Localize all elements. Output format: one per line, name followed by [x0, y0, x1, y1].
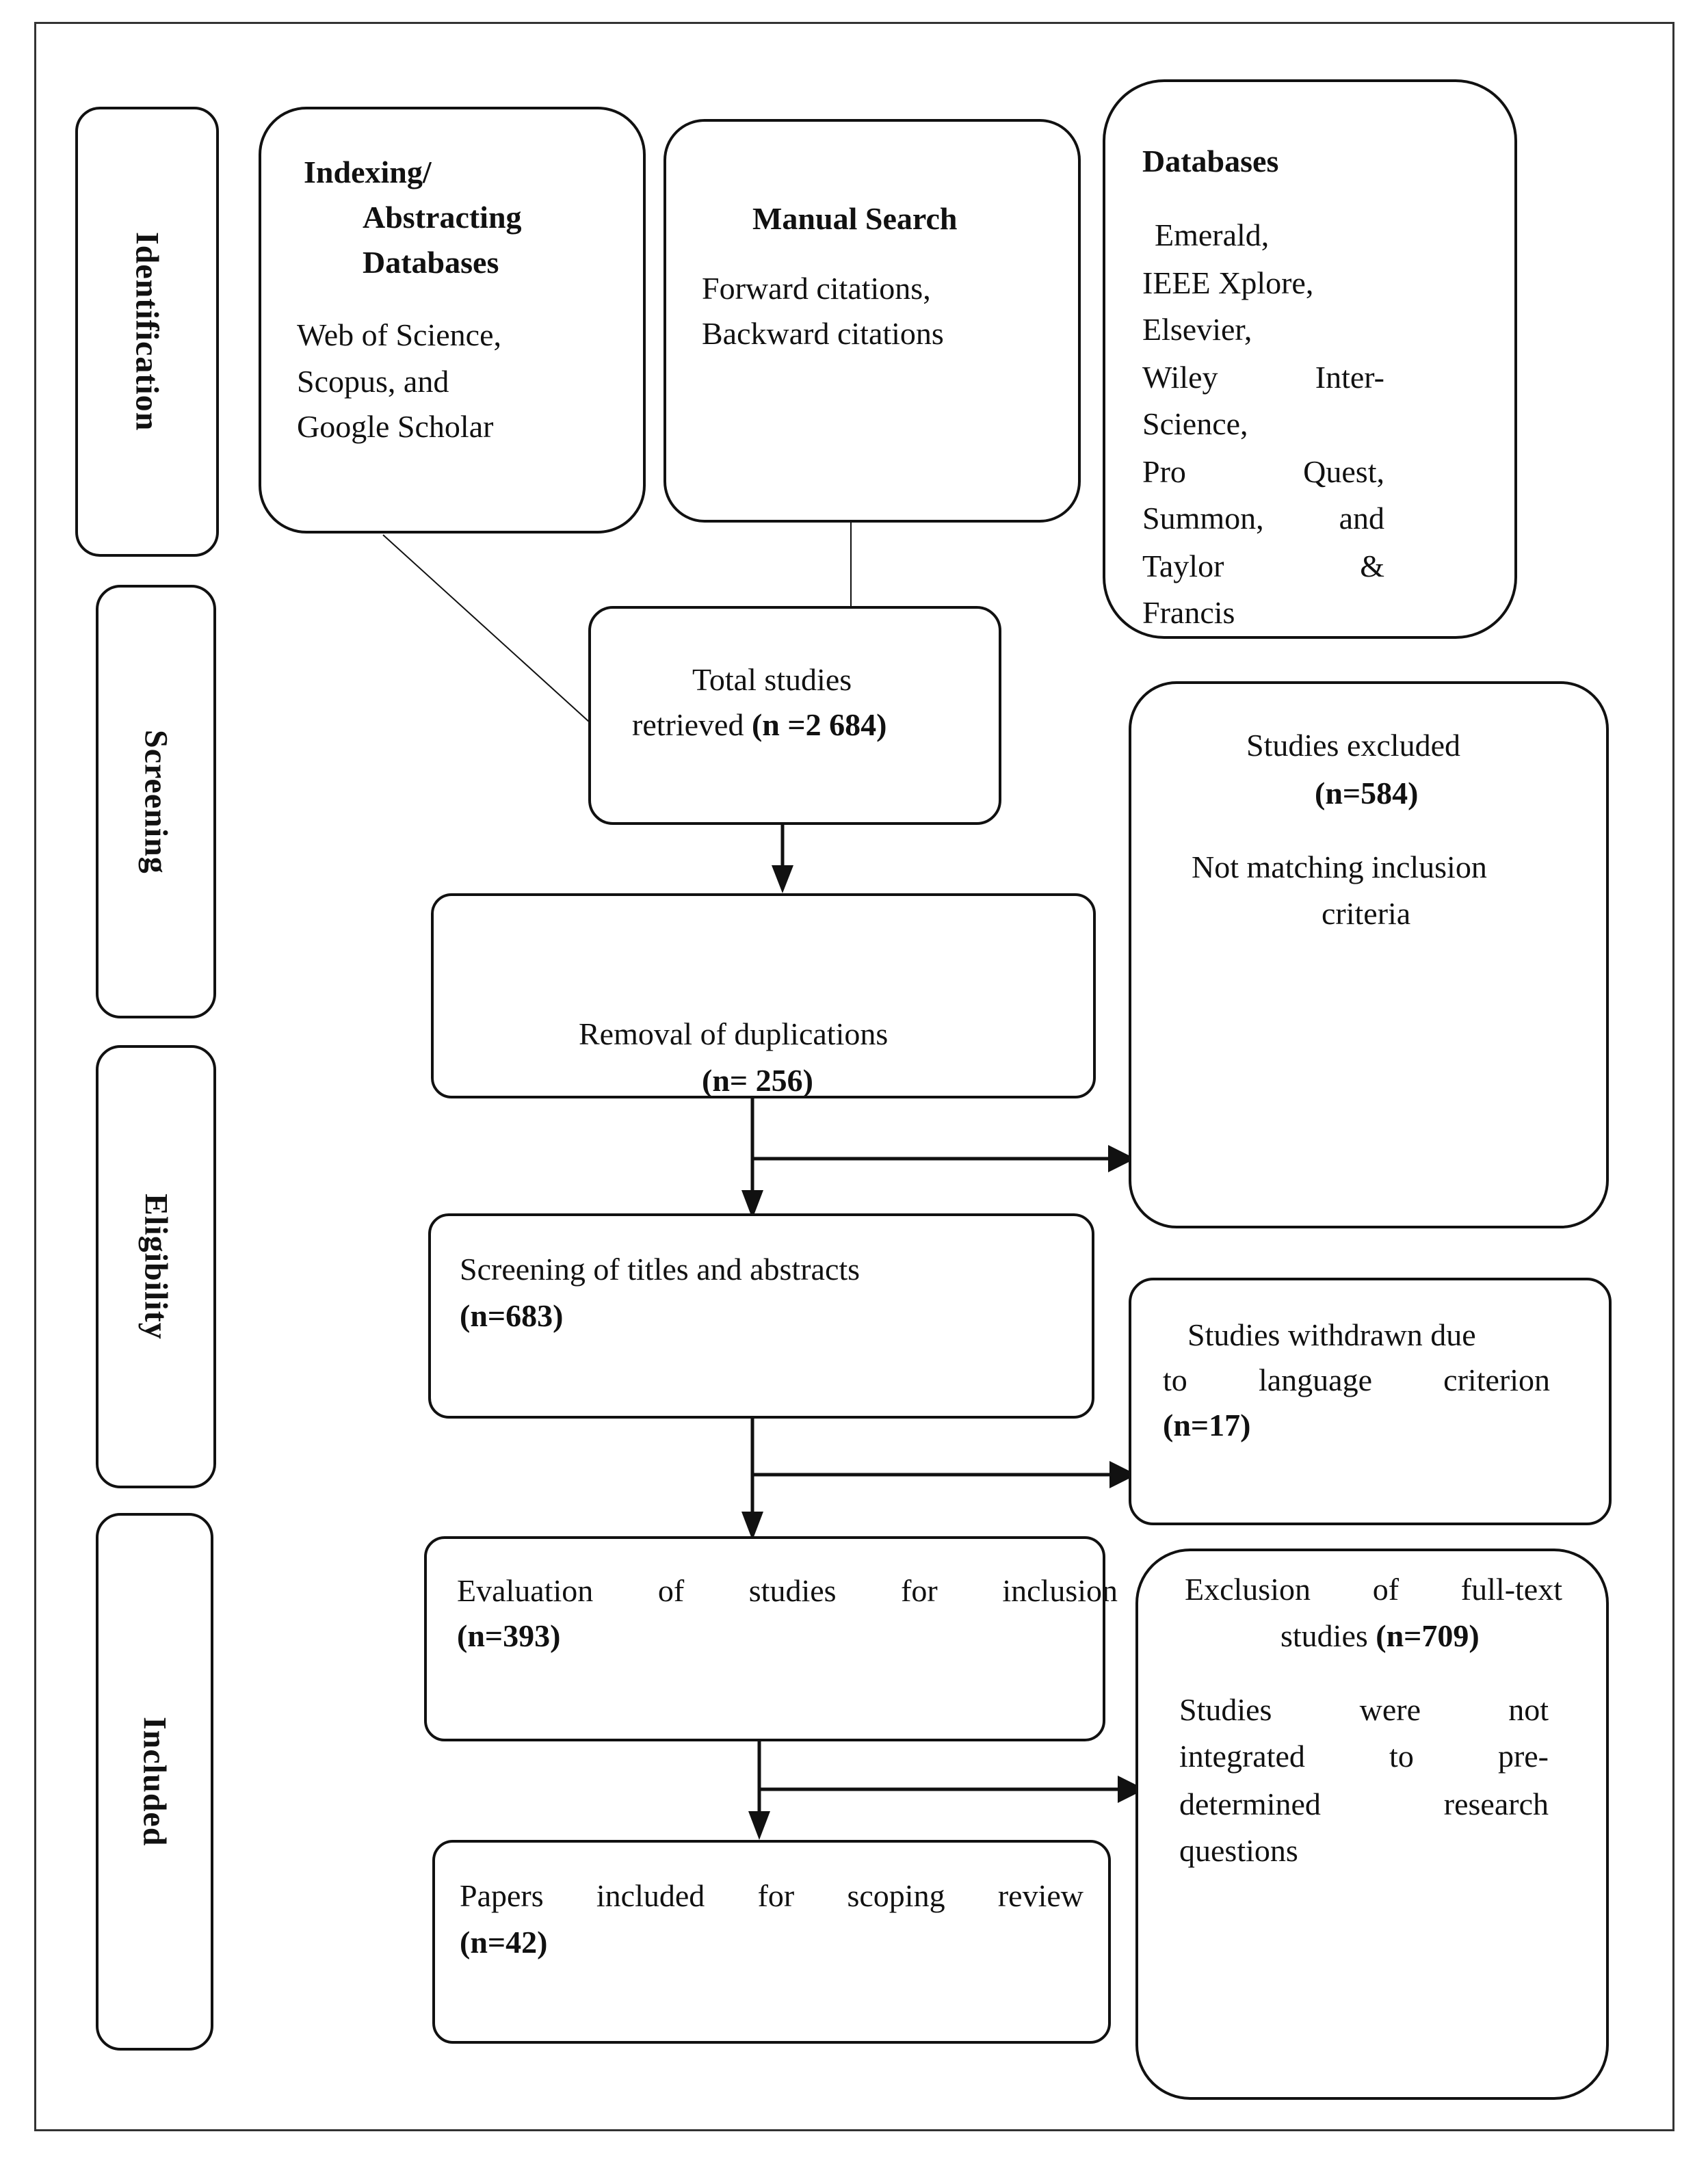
databases-line8-text: Taylor &: [1142, 549, 1384, 583]
fulltext-line4: integrated to pre-: [1179, 1733, 1549, 1780]
databases-line4: Wiley Inter-: [1142, 354, 1384, 401]
manual-line2: Backward citations: [702, 316, 944, 351]
fulltext-line2: studies (n=709): [1280, 1613, 1480, 1659]
fulltext-line1-text: Exclusion of full-text: [1185, 1572, 1562, 1607]
phase-screening-label: Screening: [137, 729, 174, 874]
indexing-databases-box: [259, 107, 646, 534]
databases-line1: Emerald,: [1155, 218, 1270, 252]
databases-line6-text: Pro Quest,: [1142, 454, 1384, 489]
fulltext-line3: Studies were not: [1179, 1687, 1549, 1733]
excluded-line2: criteria: [1322, 896, 1411, 931]
phase-eligibility: Eligibility: [96, 1045, 216, 1488]
fulltext-line5: determined research: [1179, 1781, 1549, 1828]
databases-line3: Elsevier,: [1142, 312, 1252, 347]
indexing-line1: Web of Science,: [297, 317, 501, 352]
removal-label: Removal of duplications: [579, 1016, 889, 1051]
databases-title: Databases: [1142, 144, 1279, 179]
fulltext-line2-text: studies: [1280, 1618, 1376, 1653]
arrowhead-removal-to-screening: [741, 1190, 763, 1219]
total-line2-text: retrieved: [632, 707, 752, 742]
indexing-title-line3: Databases: [363, 245, 499, 280]
screening-titles-label: Screening of titles and abstracts: [460, 1252, 860, 1287]
fulltext-exclusion-box: [1135, 1549, 1609, 2100]
evaluation-label: Evaluation of studies for inclusion: [457, 1568, 1118, 1614]
phase-included-label: Included: [136, 1717, 173, 1847]
line-indexing-to-total: [382, 534, 590, 723]
databases-line2: IEEE Xplore,: [1142, 265, 1314, 300]
fulltext-line4-text: integrated to pre-: [1179, 1739, 1549, 1774]
databases-box: [1103, 79, 1517, 639]
withdrawn-count: (n=17): [1163, 1408, 1251, 1443]
removal-count: (n= 256): [702, 1063, 813, 1098]
fulltext-count: (n=709): [1376, 1618, 1480, 1653]
excluded-title: Studies excluded: [1246, 728, 1460, 763]
indexing-title-line2: Abstracting: [363, 200, 522, 235]
fulltext-line1: Exclusion of full-text: [1185, 1566, 1562, 1613]
manual-search-box: [664, 119, 1081, 523]
phase-identification-label: Identification: [129, 232, 166, 432]
databases-line9: Francis: [1142, 595, 1235, 630]
papers-count: (n=42): [460, 1925, 548, 1960]
databases-line4-text: Wiley Inter-: [1142, 360, 1384, 395]
papers-included-box: [432, 1840, 1111, 2044]
indexing-title-line1: Indexing/: [304, 155, 432, 189]
papers-label: Papers included for scoping review: [460, 1873, 1083, 1919]
phase-screening: Screening: [96, 585, 216, 1018]
total-line2: retrieved (n =2 684): [632, 702, 886, 748]
databases-line7: Summon, and: [1142, 495, 1384, 542]
phase-eligibility-label: Eligibility: [137, 1194, 174, 1340]
databases-line6: Pro Quest,: [1142, 449, 1384, 495]
arrowhead-to-fulltext: [1118, 1776, 1145, 1803]
indexing-line3: Google Scholar: [297, 409, 494, 444]
total-retrieved-box: [588, 606, 1001, 825]
screening-titles-count: (n=683): [460, 1298, 564, 1333]
arrowhead-screening-to-evaluation: [741, 1512, 763, 1540]
excluded-count: (n=584): [1315, 776, 1419, 811]
arrowhead-to-withdrawn: [1109, 1461, 1137, 1488]
arrowhead-evaluation-to-papers: [748, 1811, 770, 1840]
manual-title: Manual Search: [752, 201, 958, 236]
databases-line8: Taylor &: [1142, 543, 1384, 590]
studies-excluded-box: [1129, 681, 1609, 1228]
databases-line7-text: Summon, and: [1142, 501, 1384, 536]
total-line1: Total studies: [692, 662, 852, 697]
databases-line5: Science,: [1142, 406, 1248, 441]
phase-included: Included: [96, 1513, 213, 2051]
removal-box: [431, 893, 1096, 1098]
evaluation-box: [424, 1536, 1105, 1741]
fulltext-line5-text: determined research: [1179, 1787, 1549, 1821]
manual-line1: Forward citations,: [702, 271, 931, 306]
total-count: (n =2 684): [751, 707, 887, 742]
screening-titles-box: [428, 1213, 1094, 1419]
withdrawn-line2: to language criterion: [1163, 1357, 1550, 1404]
excluded-line1: Not matching inclusion: [1192, 849, 1487, 884]
fulltext-line6: questions: [1179, 1833, 1298, 1868]
withdrawn-line1: Studies withdrawn due: [1187, 1317, 1476, 1352]
fulltext-line3-text: Studies were not: [1179, 1692, 1549, 1727]
evaluation-count: (n=393): [457, 1618, 561, 1653]
evaluation-label-text: Evaluation of studies for inclusion: [457, 1573, 1118, 1608]
figure-frame: [34, 22, 1674, 2131]
arrowhead-to-excluded: [1108, 1145, 1135, 1172]
arrowhead-total-to-removal: [772, 865, 793, 893]
indexing-line2: Scopus, and: [297, 364, 449, 399]
studies-withdrawn-box: [1129, 1278, 1612, 1525]
withdrawn-line2-text: to language criterion: [1163, 1362, 1550, 1397]
phase-identification: Identification: [75, 107, 219, 557]
papers-label-text: Papers included for scoping review: [460, 1878, 1083, 1913]
